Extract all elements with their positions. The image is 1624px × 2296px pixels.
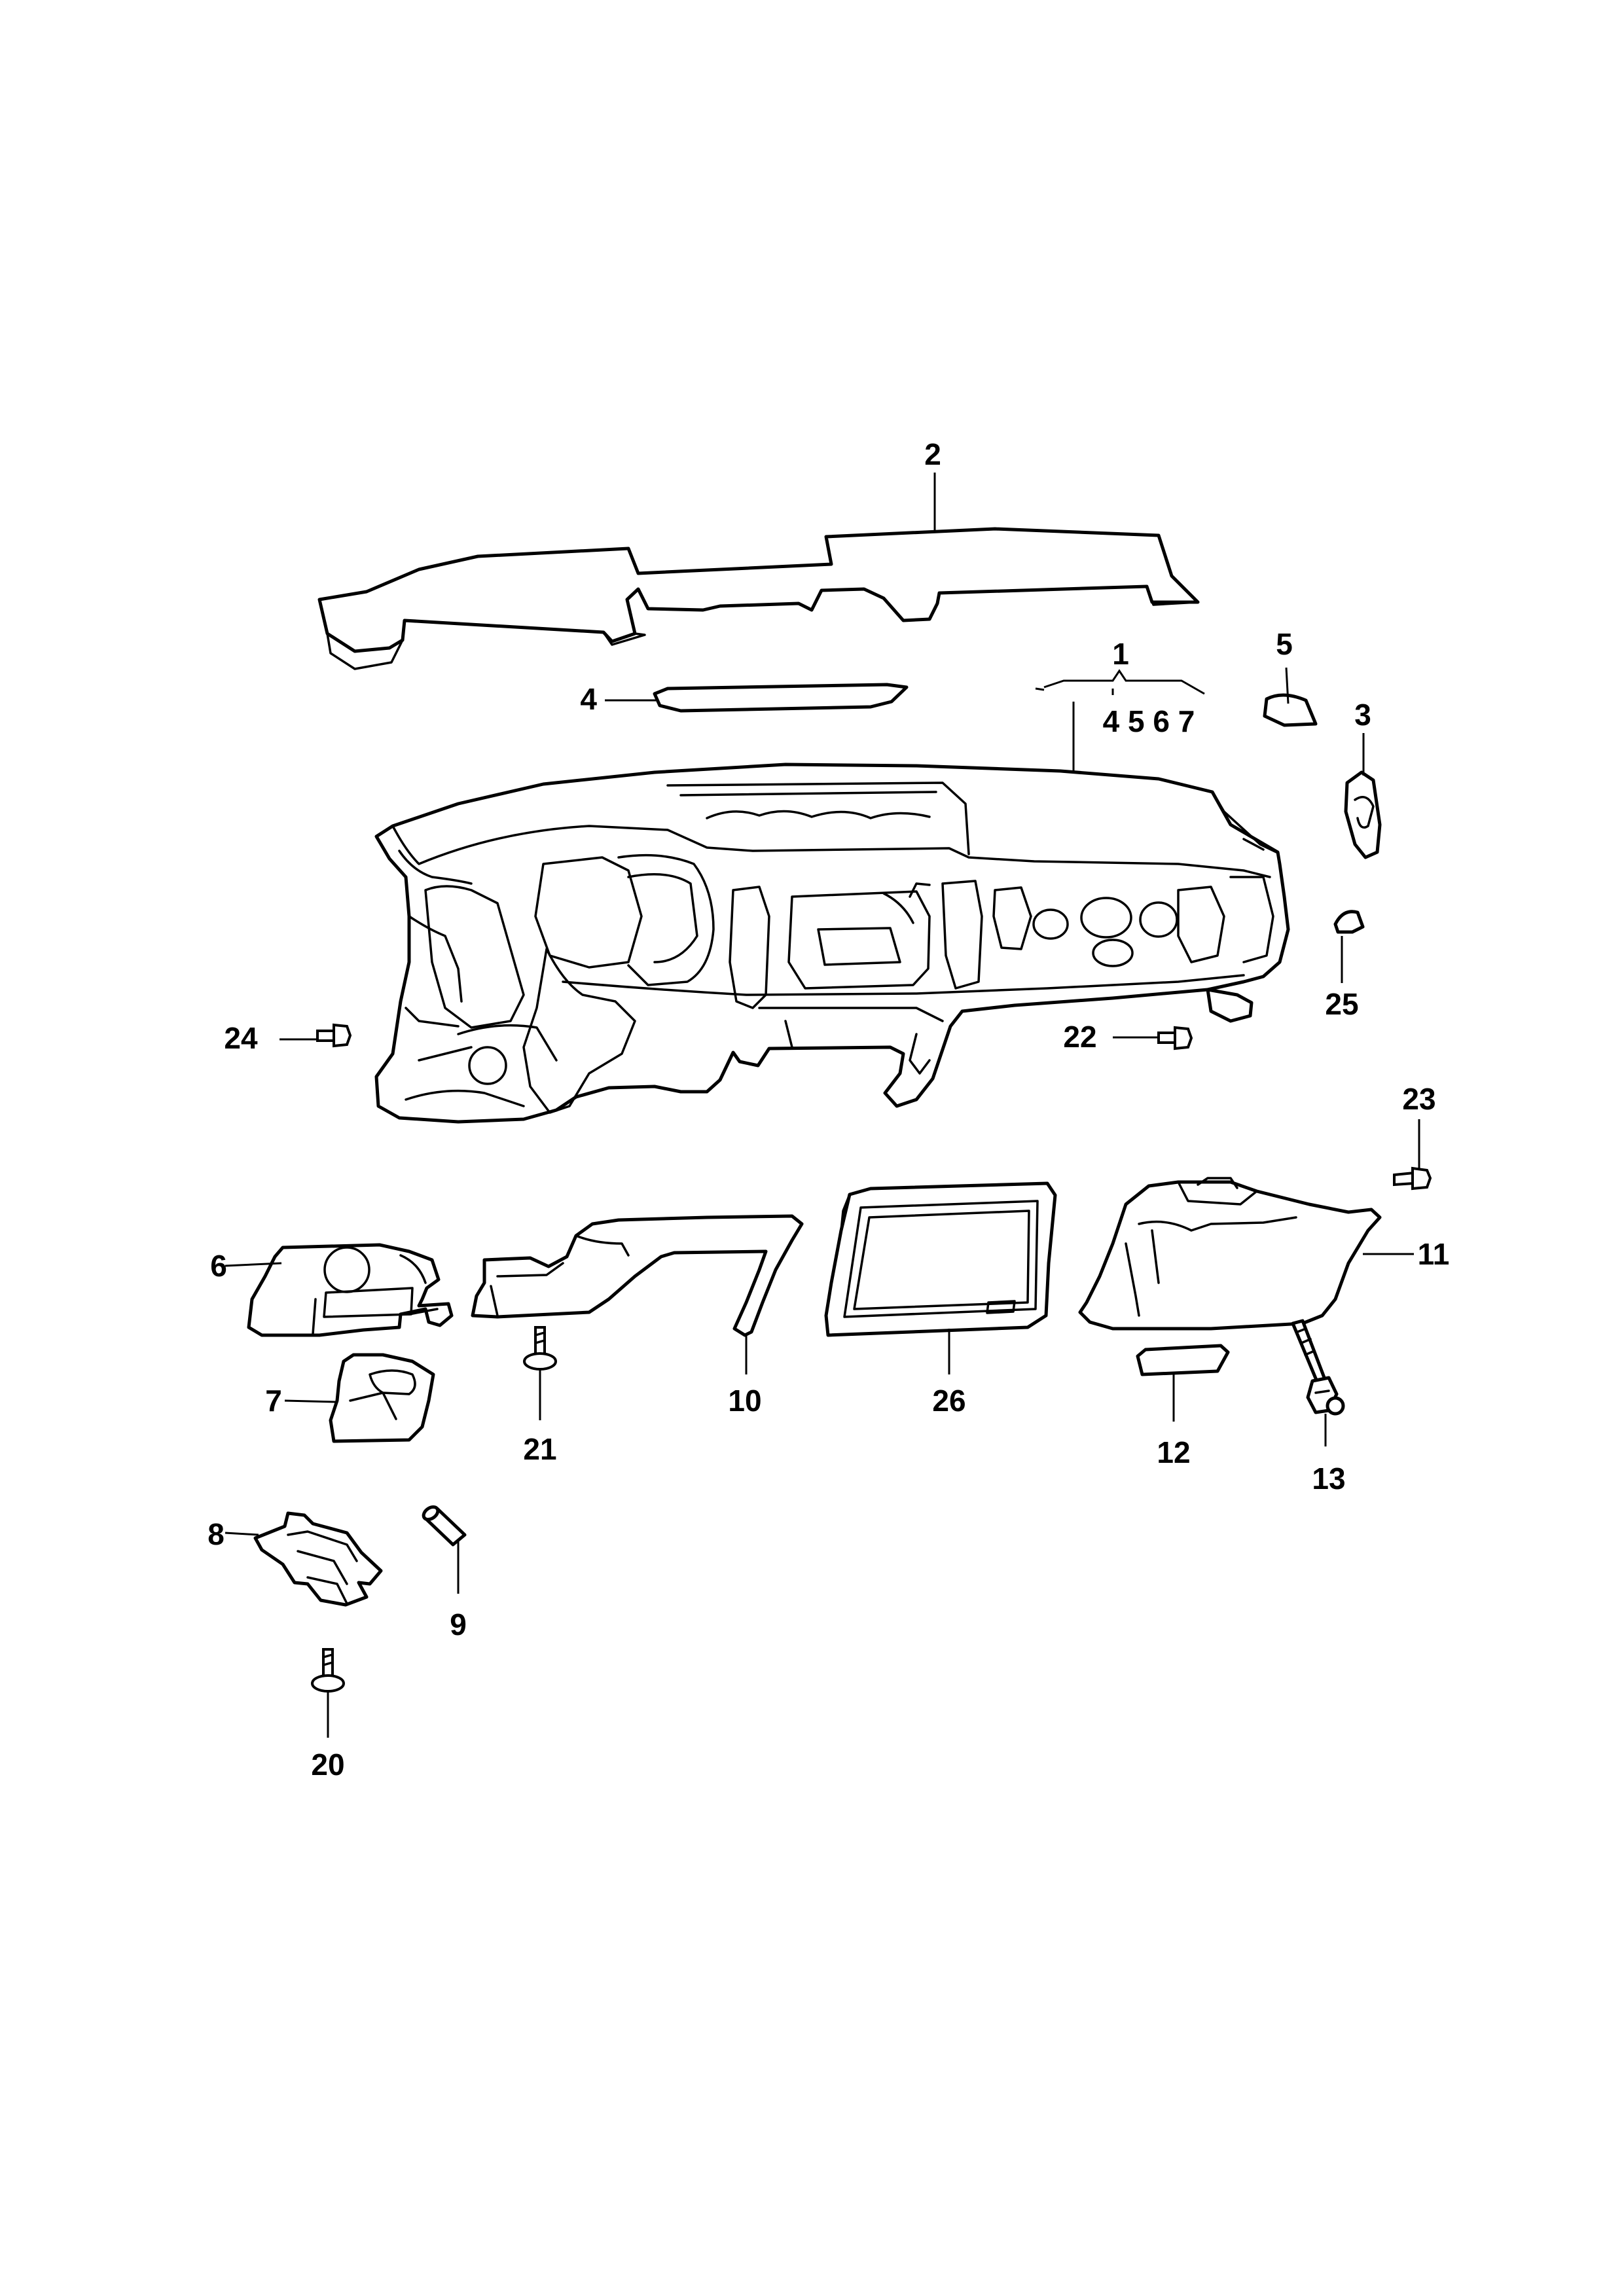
callout-group-1: 4 5 6 7 [1103, 704, 1195, 738]
part-8-bracket[interactable] [253, 1511, 383, 1607]
fastener-22-screw[interactable] [1157, 1026, 1193, 1050]
callout-6: 6 [210, 1249, 227, 1283]
part-5-end-cap[interactable] [1263, 693, 1318, 727]
callout-25: 25 [1325, 987, 1358, 1021]
fastener-20-screw[interactable] [311, 1648, 345, 1693]
callout-9: 9 [450, 1607, 467, 1641]
callout-23: 23 [1402, 1082, 1435, 1116]
callout-10: 10 [728, 1384, 761, 1418]
callout-8: 8 [208, 1517, 225, 1551]
callout-4: 4 [580, 682, 597, 716]
part-10-lower-trim[interactable] [471, 1214, 804, 1337]
part-26-display-bezel[interactable] [824, 1181, 1057, 1337]
callout-21: 21 [523, 1432, 556, 1466]
callout-24: 24 [224, 1021, 258, 1055]
callout-12: 12 [1157, 1435, 1190, 1469]
fastener-21-screw[interactable] [523, 1326, 557, 1371]
part-12-cover[interactable] [1136, 1344, 1230, 1376]
part-25-cap[interactable] [1333, 910, 1365, 934]
part-6-knee-panel-left[interactable] [247, 1243, 454, 1337]
callout-22: 22 [1063, 1020, 1096, 1054]
part-1-instrument-panel[interactable] [374, 762, 1290, 1124]
callout-2: 2 [924, 437, 941, 471]
callout-7: 7 [265, 1384, 282, 1418]
callout-5: 5 [1276, 627, 1293, 661]
fastener-24-screw[interactable] [316, 1023, 352, 1048]
callout-11: 11 [1418, 1237, 1450, 1271]
callout-20: 20 [311, 1748, 344, 1782]
callout-26: 26 [932, 1384, 965, 1418]
leader-lines [225, 473, 1420, 1738]
callout-13: 13 [1312, 1462, 1345, 1496]
part-9-pin[interactable] [422, 1505, 467, 1547]
callout-1: 1 [1112, 637, 1129, 671]
callout-3: 3 [1354, 698, 1371, 732]
callout-labels: 2 1 4 5 6 7 5 3 4 25 24 22 23 6 11 7 10 … [208, 437, 1449, 1782]
part-4-trim-strip[interactable] [653, 683, 909, 713]
part-2-dash-top-cover[interactable] [317, 527, 1200, 670]
part-11-glove-box[interactable] [1078, 1177, 1382, 1331]
part-13-latch[interactable] [1291, 1319, 1345, 1416]
fastener-23-screw[interactable] [1393, 1166, 1432, 1191]
part-3-side-vent[interactable] [1344, 770, 1382, 859]
part-7-bracket-cover[interactable] [329, 1353, 435, 1443]
